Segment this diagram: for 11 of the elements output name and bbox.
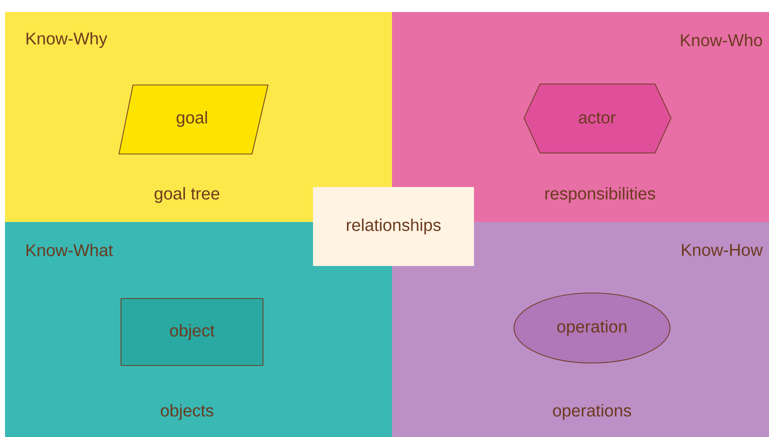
quadrant-heading: Know-How — [682, 244, 763, 256]
goal-parallelogram: goal — [118, 84, 268, 154]
quadrant-caption: objects — [160, 404, 214, 420]
object-box: object — [120, 298, 264, 366]
quadrant-caption: operations — [553, 404, 632, 420]
quadrant-caption: goal tree — [154, 187, 220, 203]
quadrant-heading: Know-Who — [681, 34, 762, 46]
quadrant-caption: responsibilities — [545, 187, 656, 203]
quadrant-heading: Know-Why — [26, 32, 108, 48]
quadrant-heading: Know-What — [26, 244, 113, 256]
relationships-box: relationships — [313, 187, 474, 266]
